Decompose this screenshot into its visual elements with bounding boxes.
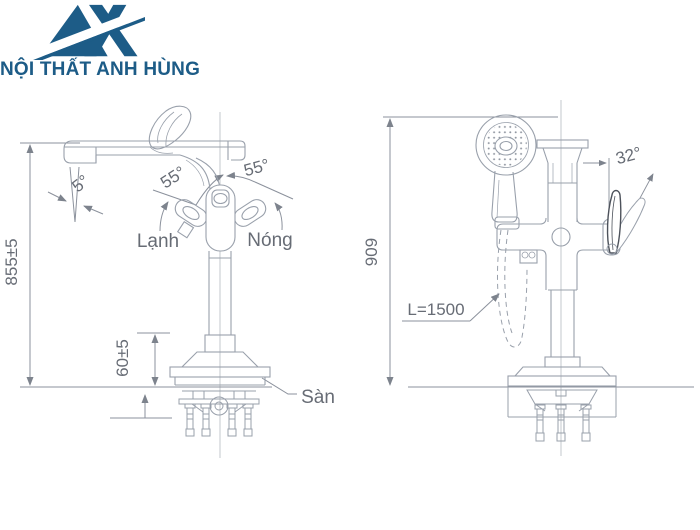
faucet-side-view: 909 32° L=1500 — [362, 100, 694, 456]
tilt-angle-indicator — [47, 166, 104, 223]
swivel-angle-indicator — [152, 171, 294, 232]
dim-swivel-right: 55° — [242, 155, 272, 180]
label-hot: Nóng — [247, 230, 292, 251]
brand-name: NỘI THẤT ANH HÙNG — [0, 59, 201, 80]
mixer-handle — [148, 105, 192, 154]
hose-nut — [519, 249, 538, 264]
dim-swivel-left: 55° — [157, 162, 189, 192]
diverter-lever — [606, 189, 646, 255]
spout — [63, 140, 246, 191]
dim-base-height: 60±5 — [113, 339, 132, 377]
anchor-bolts — [534, 404, 592, 442]
label-cold: Lạnh — [137, 231, 179, 252]
riser-column — [507, 290, 617, 387]
dim-hose-length: L=1500 — [407, 300, 464, 319]
dim-lever-angle: 32° — [614, 143, 644, 168]
dimension-lines — [383, 116, 694, 388]
shower-holder — [494, 216, 520, 230]
mounting-hardware — [507, 387, 617, 442]
dim-overall-height: 909 — [362, 238, 381, 266]
floor-leader — [261, 377, 297, 395]
riser-column — [169, 251, 271, 386]
mounting-hardware — [178, 390, 260, 437]
hand-shower-head — [475, 114, 537, 230]
hose-length-leader — [402, 293, 500, 322]
brand-logo-icon — [33, 2, 145, 60]
column-top — [536, 139, 589, 222]
anchor-bolts — [184, 403, 254, 437]
dim-overall-height: 855±5 — [2, 238, 21, 285]
shower-hose — [496, 229, 528, 348]
hand-shower-grip — [491, 170, 518, 223]
valve-body — [174, 184, 267, 252]
label-floor: Sàn — [301, 387, 335, 408]
dimension-lines — [20, 142, 297, 419]
brand-header: NỘI THẤT ANH HÙNG — [0, 0, 240, 95]
faucet-front-view: 855±5 60±5 Sàn 5° 55° 55° Lạnh Nóng — [2, 105, 335, 458]
